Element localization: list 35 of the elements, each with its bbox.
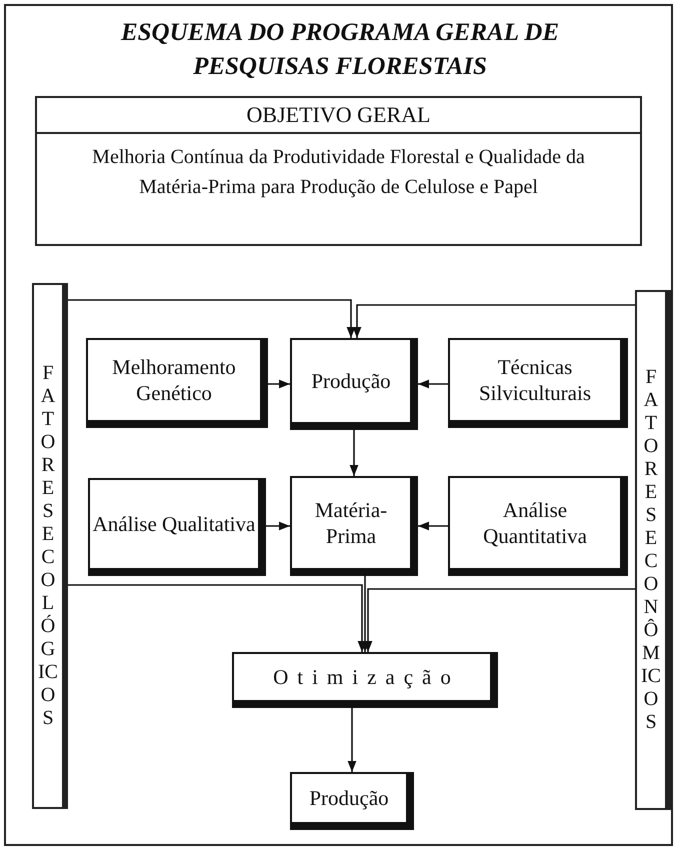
box-label: Análise Quantitativa	[482, 497, 588, 549]
box-label: Melhoramento Genético	[111, 354, 237, 406]
box-label: Matéria-Prima	[314, 497, 388, 549]
box-label: Otimização	[272, 664, 460, 690]
diagram-title: ESQUEMA DO PROGRAMA GERAL DE PESQUISAS FLORESTAIS	[120, 18, 560, 82]
box-label: Análise Qualitativa	[92, 511, 256, 537]
arrow	[364, 588, 635, 652]
process-box	[290, 772, 414, 830]
arrow	[352, 304, 635, 338]
arrow	[268, 380, 290, 388]
panel-heading: OBJETIVO GERAL	[37, 98, 640, 134]
process-box	[448, 476, 628, 576]
process-box	[448, 338, 628, 428]
process-box	[290, 476, 418, 576]
process-box	[290, 338, 418, 430]
process-box	[88, 478, 266, 576]
box-label: Produção	[309, 785, 389, 811]
factor-column	[635, 290, 671, 810]
arrow	[68, 584, 366, 652]
factor-column	[32, 283, 68, 809]
box-label: Técnicas Silviculturais	[478, 354, 592, 406]
arrow	[350, 430, 358, 476]
factor-label: FATORES ECOLÓGICOS	[38, 362, 58, 730]
arrow	[68, 299, 356, 338]
arrow	[418, 380, 448, 388]
arrow	[266, 522, 290, 530]
process-box	[86, 338, 268, 428]
box-label: Produção	[311, 368, 391, 394]
objective-text: Melhoria Contínua da Produtividade Florestal e Qualidade da Matéria-Prima para Produção de Celulose e Papel	[91, 145, 586, 200]
factor-label: FATORES ECONÔMICOS	[641, 366, 661, 734]
arrow	[418, 522, 448, 530]
process-box	[232, 652, 498, 708]
objective-panel	[35, 96, 642, 246]
arrow	[360, 576, 370, 652]
arrow	[348, 708, 356, 772]
